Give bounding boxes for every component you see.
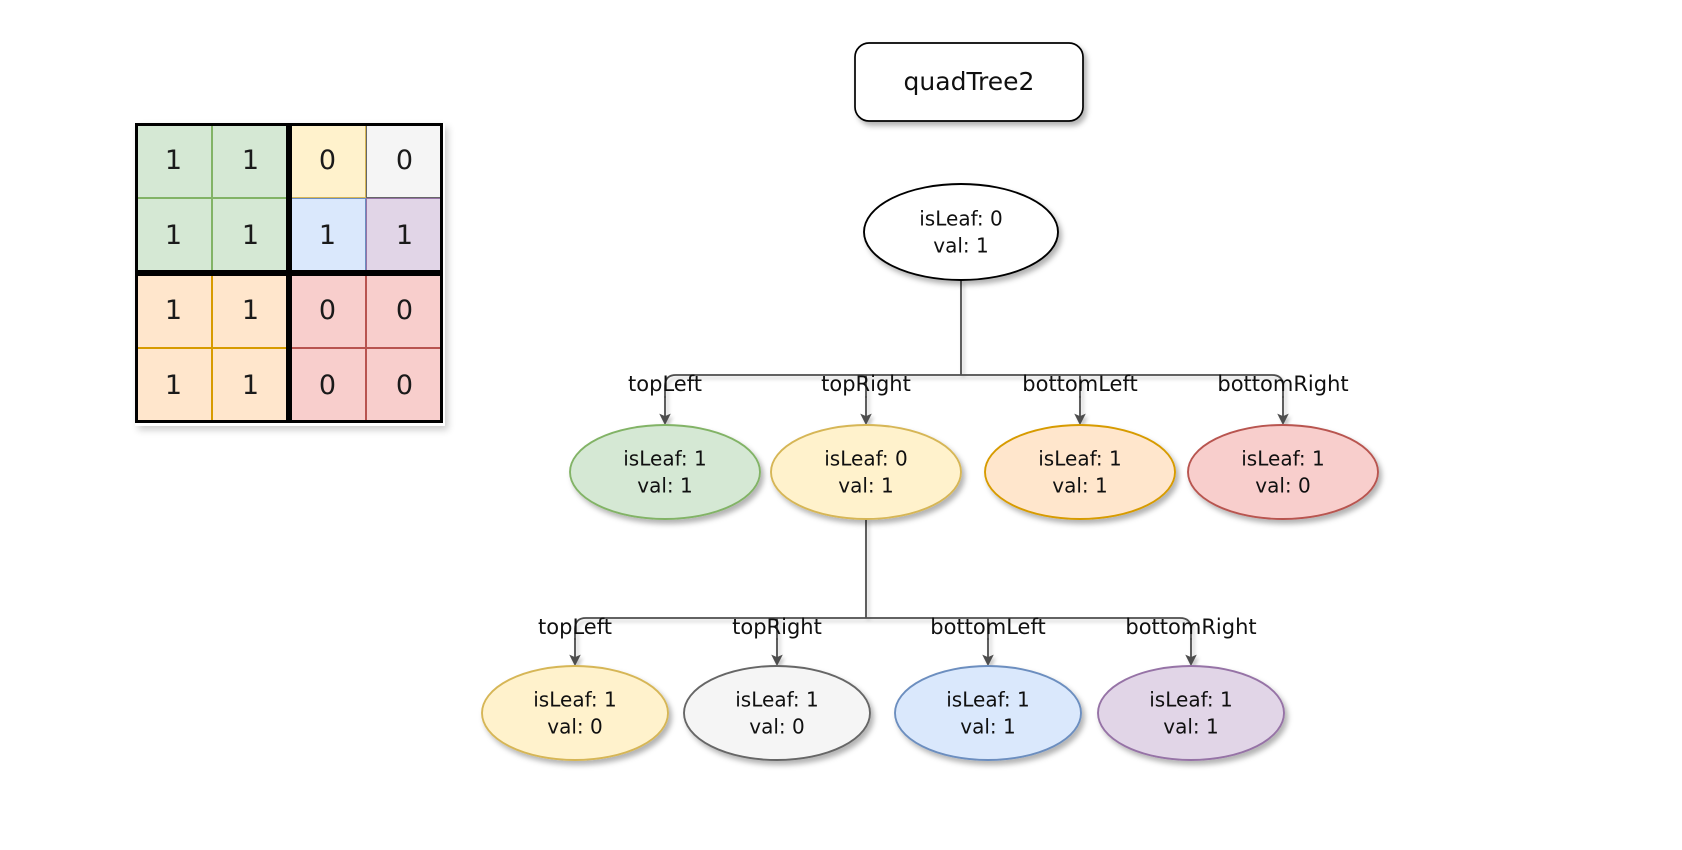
node-isleaf-text: isLeaf: 1 xyxy=(533,688,616,712)
node-val-text: val: 1 xyxy=(1163,715,1218,739)
node-topright-topleft-shape[interactable] xyxy=(481,665,669,761)
node-topright[interactable]: isLeaf: 0 val: 1 xyxy=(770,424,962,520)
grid-cell-value: 1 xyxy=(241,145,260,176)
grid-cell-r1-c0: 1 xyxy=(135,198,212,273)
connector-branch xyxy=(664,374,1284,398)
grid-cell-value: 0 xyxy=(318,295,337,326)
grid-cell-r1-c2: 1 xyxy=(289,198,366,273)
grid-cell-value: 1 xyxy=(164,295,183,326)
node-isleaf-text: isLeaf: 1 xyxy=(1241,447,1324,471)
node-val-text: val: 0 xyxy=(749,715,804,739)
node-isleaf-text: isLeaf: 1 xyxy=(735,688,818,712)
edge-label-bottomright: bottomRight xyxy=(1125,615,1256,639)
grid-cell-value: 1 xyxy=(241,370,260,401)
node-topleft-shape[interactable] xyxy=(569,424,761,520)
grid-cell-value: 0 xyxy=(318,145,337,176)
node-topright-bottomright[interactable]: isLeaf: 1 val: 1 xyxy=(1097,665,1285,761)
node-topright-topright[interactable]: isLeaf: 1 val: 0 xyxy=(683,665,871,761)
grid-cell-r3-c3: 0 xyxy=(366,348,443,423)
node-isleaf-text: isLeaf: 1 xyxy=(1038,447,1121,471)
node-topright-bottomleft-shape[interactable] xyxy=(894,665,1082,761)
node-val-text: val: 1 xyxy=(960,715,1015,739)
grid-cell-r1-c3: 1 xyxy=(366,198,443,273)
grid-cell-value: 1 xyxy=(164,370,183,401)
grid-cell-r2-c3: 0 xyxy=(366,273,443,348)
node-isleaf-text: isLeaf: 0 xyxy=(919,207,1002,231)
grid-cell-r2-c1: 1 xyxy=(212,273,289,348)
grid-cell-value: 1 xyxy=(164,145,183,176)
node-topleft[interactable]: isLeaf: 1 val: 1 xyxy=(569,424,761,520)
edge-label-topleft: topLeft xyxy=(538,615,612,639)
root-node-shape[interactable] xyxy=(863,183,1059,281)
grid-cell-r3-c1: 1 xyxy=(212,348,289,423)
node-isleaf-text: isLeaf: 1 xyxy=(946,688,1029,712)
grid-cell-r0-c0: 1 xyxy=(135,123,212,198)
node-bottomleft-shape[interactable] xyxy=(984,424,1176,520)
node-bottomright[interactable]: isLeaf: 1 val: 0 xyxy=(1187,424,1379,520)
connector-root-to-children xyxy=(659,280,1289,426)
node-topright-bottomleft[interactable]: isLeaf: 1 val: 1 xyxy=(894,665,1082,761)
grid-cell-value: 0 xyxy=(395,145,414,176)
edge-label-bottomright: bottomRight xyxy=(1217,372,1348,396)
grid-cell-r3-c0: 1 xyxy=(135,348,212,423)
node-topright-bottomright-shape[interactable] xyxy=(1097,665,1285,761)
root-node[interactable]: isLeaf: 0 val: 1 xyxy=(863,183,1059,281)
grid-cell-r3-c2: 0 xyxy=(289,348,366,423)
edge-label-topleft: topLeft xyxy=(628,372,702,396)
node-val-text: val: 1 xyxy=(637,474,692,498)
node-topright-topleft[interactable]: isLeaf: 1 val: 0 xyxy=(481,665,669,761)
title-box: quadTree2 xyxy=(854,42,1084,122)
node-topright-topright-shape[interactable] xyxy=(683,665,871,761)
edge-label-bottomleft: bottomLeft xyxy=(930,615,1045,639)
diagram-title: quadTree2 xyxy=(904,67,1035,96)
node-isleaf-text: isLeaf: 0 xyxy=(824,447,907,471)
grid-cell-r0-c2: 0 xyxy=(289,123,366,198)
grid-cell-value: 1 xyxy=(318,220,337,251)
edge-label-bottomleft: bottomLeft xyxy=(1022,372,1137,396)
node-val-text: val: 0 xyxy=(547,715,602,739)
matrix-grid: 1 1 0 0 1 1 1 1 1 1 0 0 1 1 0 0 xyxy=(135,123,445,426)
node-bottomright-shape[interactable] xyxy=(1187,424,1379,520)
grid-cell-value: 1 xyxy=(395,220,414,251)
node-bottomleft[interactable]: isLeaf: 1 val: 1 xyxy=(984,424,1176,520)
node-topright-shape[interactable] xyxy=(770,424,962,520)
grid-cell-value: 0 xyxy=(318,370,337,401)
edge-label-topright: topRight xyxy=(821,372,911,396)
node-val-text: val: 1 xyxy=(933,234,988,258)
node-val-text: val: 0 xyxy=(1255,474,1310,498)
grid-cell-value: 1 xyxy=(164,220,183,251)
node-val-text: val: 1 xyxy=(1052,474,1107,498)
grid-cell-value: 0 xyxy=(395,295,414,326)
edge-label-topright: topRight xyxy=(732,615,822,639)
node-val-text: val: 1 xyxy=(838,474,893,498)
grid-cell-value: 0 xyxy=(395,370,414,401)
connector-topright-to-children xyxy=(569,519,1197,667)
grid-cell-r0-c1: 1 xyxy=(212,123,289,198)
grid-cell-r0-c3: 0 xyxy=(366,123,443,198)
grid-cell-value: 1 xyxy=(241,295,260,326)
node-isleaf-text: isLeaf: 1 xyxy=(623,447,706,471)
node-isleaf-text: isLeaf: 1 xyxy=(1149,688,1232,712)
grid-cell-value: 1 xyxy=(241,220,260,251)
connector-branch xyxy=(574,617,1192,640)
